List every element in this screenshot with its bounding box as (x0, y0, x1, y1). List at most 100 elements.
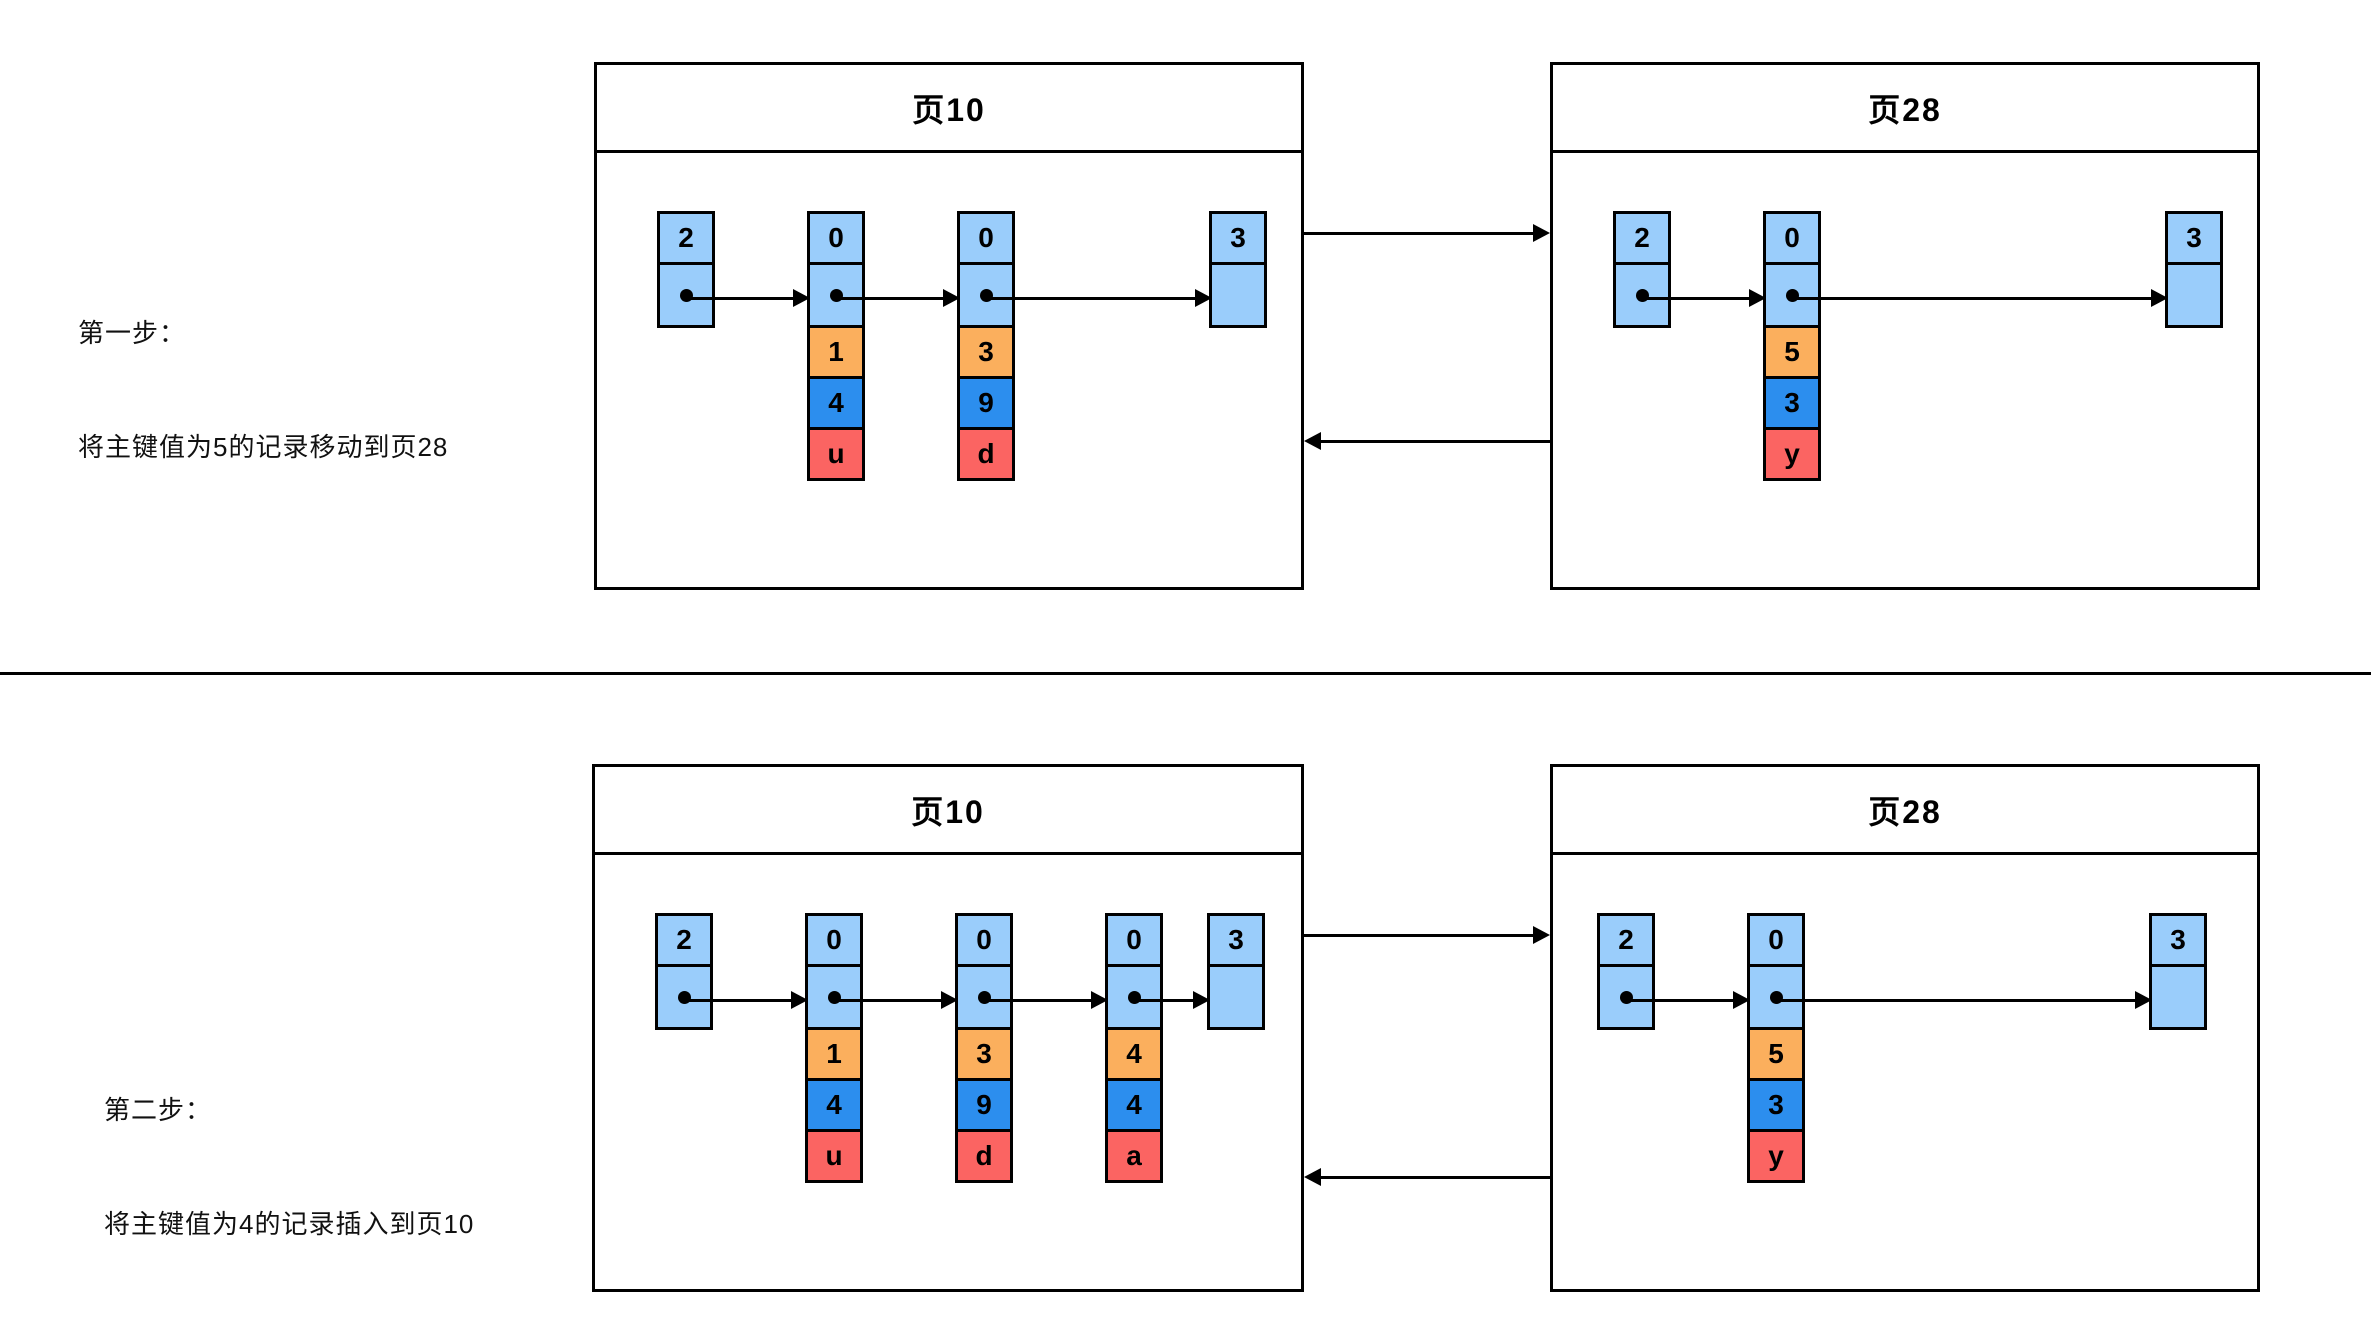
step-2-caption: 第二步： 将主键值为4的记录插入到页10 (104, 1015, 474, 1319)
step-1-caption-line-1: 第一步： (78, 318, 187, 348)
record-node-2[interactable]: 0 3 9 d (957, 211, 1015, 481)
record-cell-heap-no: 2 (655, 913, 713, 967)
step-2-left-page-box: 页10 2 0 1 4 u 0 (592, 764, 1304, 1292)
record-node-supremum[interactable]: 3 (1207, 913, 1265, 1030)
record-cell-col2: 4 (805, 1078, 863, 1132)
record-cell-heap-no: 3 (2165, 211, 2223, 265)
record-cell-next-pointer (957, 262, 1015, 328)
link-arrow-line (1642, 297, 1754, 300)
record-cell-heap-no: 3 (2149, 913, 2207, 967)
record-cell-key: 5 (1747, 1027, 1805, 1081)
step-2-caption-line-2: 将主键值为4的记录插入到页10 (104, 1209, 475, 1239)
link-arrow-head-icon (1733, 991, 1750, 1009)
step-2-right-page-box: 页28 2 0 5 3 y 3 (1550, 764, 2260, 1292)
record-cell-col3: d (955, 1129, 1013, 1183)
link-arrow-line (834, 999, 946, 1002)
step-1-left-page-box: 页10 2 0 1 4 u 0 (594, 62, 1304, 590)
record-cell-col3: d (957, 427, 1015, 481)
section-divider (0, 672, 2371, 675)
link-arrow-line (684, 999, 796, 1002)
record-cell-heap-no: 0 (1105, 913, 1163, 967)
page-connector-arrow-head-right-icon (1533, 926, 1550, 944)
record-cell-next-pointer (1597, 964, 1655, 1030)
page-connector-arrow-backward (1320, 1176, 1550, 1179)
step-2-right-page-header: 页28 (1553, 767, 2257, 855)
step-1-left-page-body: 2 0 1 4 u 0 3 (597, 153, 1301, 587)
link-arrow-line (686, 297, 798, 300)
link-arrow-line (1792, 297, 2156, 300)
link-arrow-head-icon (1193, 991, 1210, 1009)
link-arrow-line (1134, 999, 1198, 1002)
step-1-caption: 第一步： 将主键值为5的记录移动到页28 (78, 238, 448, 542)
page-connector-arrow-head-left-icon (1304, 1168, 1321, 1186)
record-cell-col3: a (1105, 1129, 1163, 1183)
page-connector-arrow-backward (1320, 440, 1550, 443)
page-connector-arrow-forward (1304, 232, 1538, 235)
record-cell-key: 1 (805, 1027, 863, 1081)
record-node-2[interactable]: 0 3 9 d (955, 913, 1013, 1183)
record-cell-col3: y (1747, 1129, 1805, 1183)
step-1-caption-line-2: 将主键值为5的记录移动到页28 (78, 432, 449, 462)
record-cell-heap-no: 0 (957, 211, 1015, 265)
record-node-1[interactable]: 0 1 4 u (805, 913, 863, 1183)
record-cell-next-pointer (657, 262, 715, 328)
record-cell-next-pointer (1209, 262, 1267, 328)
page-title: 页28 (1868, 793, 1942, 830)
link-arrow-head-icon (791, 991, 808, 1009)
record-cell-col2: 9 (955, 1078, 1013, 1132)
record-node-infimum[interactable]: 2 (655, 913, 713, 1030)
step-2-left-page-header: 页10 (595, 767, 1301, 855)
record-cell-col3: u (807, 427, 865, 481)
record-node-infimum[interactable]: 2 (657, 211, 715, 328)
record-cell-heap-no: 2 (657, 211, 715, 265)
record-cell-heap-no: 0 (805, 913, 863, 967)
record-cell-heap-no: 3 (1209, 211, 1267, 265)
link-arrow-head-icon (1195, 289, 1212, 307)
record-cell-next-pointer (807, 262, 865, 328)
link-arrow-line (986, 297, 1200, 300)
record-node-3[interactable]: 0 4 4 a (1105, 913, 1163, 1183)
record-cell-key: 1 (807, 325, 865, 379)
link-arrow-head-icon (2151, 289, 2168, 307)
record-cell-heap-no: 0 (1747, 913, 1805, 967)
record-cell-col2: 9 (957, 376, 1015, 430)
step-2-left-page-body: 2 0 1 4 u 0 3 9 d (595, 855, 1301, 1289)
record-node-supremum[interactable]: 3 (2149, 913, 2207, 1030)
link-arrow-head-icon (1749, 289, 1766, 307)
record-cell-next-pointer (2165, 262, 2223, 328)
page-title: 页10 (912, 91, 986, 128)
link-arrow-head-icon (793, 289, 810, 307)
step-1-left-page-header: 页10 (597, 65, 1301, 153)
link-arrow-line (1776, 999, 2140, 1002)
record-cell-col3: y (1763, 427, 1821, 481)
record-cell-heap-no: 0 (1763, 211, 1821, 265)
record-cell-key: 3 (955, 1027, 1013, 1081)
record-cell-col3: u (805, 1129, 863, 1183)
link-arrow-head-icon (2135, 991, 2152, 1009)
record-cell-next-pointer (1207, 964, 1265, 1030)
record-node-1[interactable]: 0 1 4 u (807, 211, 865, 481)
step-1-right-page-header: 页28 (1553, 65, 2257, 153)
record-cell-next-pointer (1613, 262, 1671, 328)
record-node-infimum[interactable]: 2 (1613, 211, 1671, 328)
link-arrow-line (984, 999, 1096, 1002)
record-cell-next-pointer (655, 964, 713, 1030)
page-connector-arrow-head-right-icon (1533, 224, 1550, 242)
record-cell-next-pointer (2149, 964, 2207, 1030)
record-cell-heap-no: 0 (807, 211, 865, 265)
record-cell-col2: 4 (807, 376, 865, 430)
record-cell-col2: 3 (1763, 376, 1821, 430)
record-node-1[interactable]: 0 5 3 y (1747, 913, 1805, 1183)
record-node-supremum[interactable]: 3 (2165, 211, 2223, 328)
record-node-1[interactable]: 0 5 3 y (1763, 211, 1821, 481)
record-cell-next-pointer (1763, 262, 1821, 328)
page-connector-arrow-forward (1304, 934, 1538, 937)
step-2-right-page-body: 2 0 5 3 y 3 (1553, 855, 2257, 1289)
link-arrow-line (1626, 999, 1738, 1002)
record-node-infimum[interactable]: 2 (1597, 913, 1655, 1030)
record-cell-key: 3 (957, 325, 1015, 379)
record-node-supremum[interactable]: 3 (1209, 211, 1267, 328)
record-cell-col2: 3 (1747, 1078, 1805, 1132)
record-cell-key: 4 (1105, 1027, 1163, 1081)
step-1-right-page-body: 2 0 5 3 y 3 (1553, 153, 2257, 587)
